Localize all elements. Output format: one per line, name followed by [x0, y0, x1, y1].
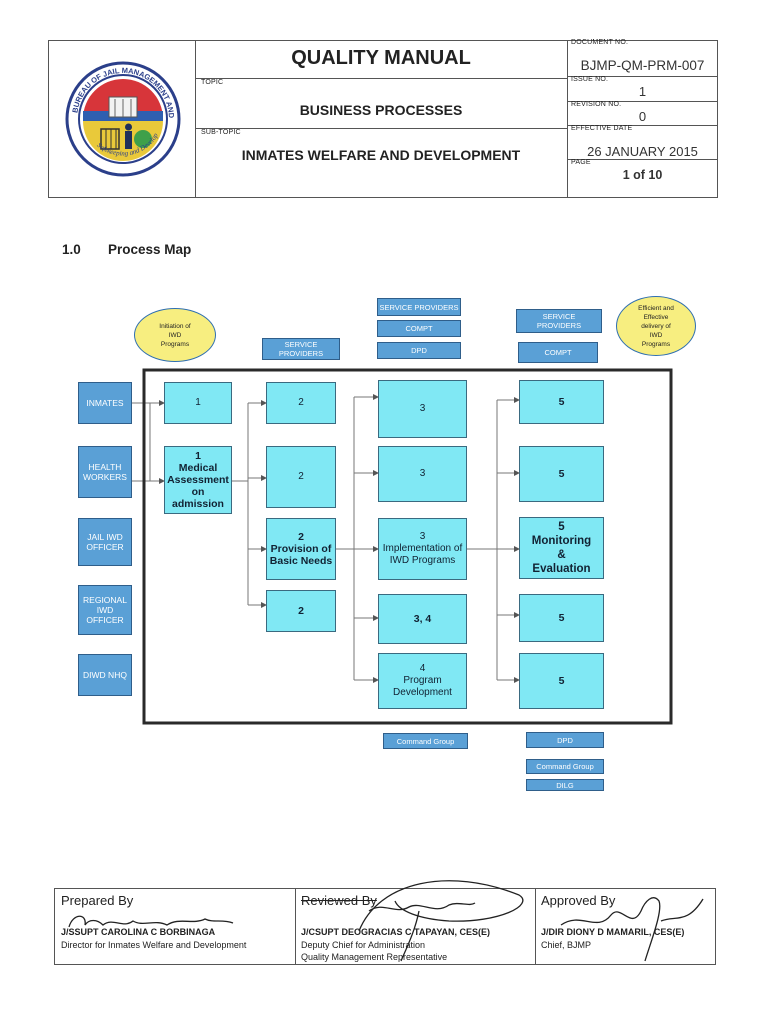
step-3-implementation-iwd: 3 Implementation of IWD Programs	[378, 518, 467, 580]
tag-service-providers-col2: SERVICE PROVIDERS	[262, 338, 340, 360]
prepared-by-title: Director for Inmates Welfare and Develop…	[61, 940, 247, 950]
page-value: 1 of 10	[622, 168, 663, 182]
step-3-4-box: 3, 4	[378, 594, 467, 644]
reviewed-by-title-2: Quality Management Representative	[301, 952, 448, 962]
bjmp-logo: BUREAU OF JAIL MANAGEMENT AND PENOLOGY S…	[62, 54, 181, 177]
signature-footer-table: Prepared By J/SSUPT CAROLINA C BORBINAGA…	[54, 880, 716, 965]
step-1-medical-assessment: 1 Medical Assessment on admission	[164, 446, 232, 514]
issue-no-label: ISSUE NO.	[571, 76, 609, 83]
actor-diwd-nhq: DIWD NHQ	[78, 654, 132, 696]
approved-by-name: J/DIR DIONY D MAMARIL, CES(E)	[541, 927, 685, 937]
step-5-box-a: 5	[519, 380, 604, 424]
actor-health-workers: HEALTH WORKERS	[78, 446, 132, 498]
reviewed-by-label: Reviewed By	[301, 893, 377, 908]
step-2-box-a: 2	[266, 382, 336, 424]
revision-no-label: REVISION NO.	[571, 101, 622, 108]
topic-label: TOPIC	[201, 79, 224, 86]
approved-by-label: Approved By	[541, 893, 616, 908]
section-title: Process Map	[108, 242, 192, 257]
step-1-box: 1	[164, 382, 232, 424]
tag-dilg-col4: DILG	[526, 779, 604, 791]
reviewed-by-title-1: Deputy Chief for Administration	[301, 940, 426, 950]
reviewed-signature	[358, 880, 524, 962]
step-3-box-b: 3	[378, 446, 467, 502]
step-2-box-d: 2	[266, 590, 336, 632]
revision-no-value: 0	[638, 109, 647, 124]
tag-command-group-col3: Command Group	[383, 733, 468, 749]
step-5-box-e: 5	[519, 653, 604, 709]
step-5-box-d: 5	[519, 594, 604, 642]
tag-compt-col4: COMPT	[518, 342, 598, 363]
prepared-signature	[68, 915, 234, 928]
manual-title: QUALITY MANUAL	[291, 47, 471, 69]
step-2-provision-basic-needs: 2 Provision of Basic Needs	[266, 518, 336, 580]
step-2-box-b: 2	[266, 446, 336, 508]
tag-compt-col3: COMPT	[377, 320, 461, 337]
step-5-monitoring-evaluation: 5 Monitoring & Evaluation	[519, 517, 604, 579]
effective-date-label: EFFECTIVE DATE	[571, 125, 633, 132]
document-header-table: BUREAU OF JAIL MANAGEMENT AND PENOLOGY S…	[48, 39, 718, 198]
oval-start-initiation: Initiation of IWD Programs	[134, 308, 216, 362]
effective-date-value: 26 JANUARY 2015	[587, 144, 698, 159]
tag-dpd-col4: DPD	[526, 732, 604, 748]
reviewed-by-name: J/CSUPT DEOGRACIAS C TAPAYAN, CES(E)	[301, 927, 491, 937]
document-no-value: BJMP-QM-PRM-007	[580, 58, 705, 73]
approved-signature	[560, 897, 704, 962]
oval-end-efficient-delivery: Efficient and Effective delivery of IWD …	[616, 296, 696, 356]
prepared-by-name: J/SSUPT CAROLINA C BORBINAGA	[61, 927, 216, 937]
subtopic-label: SUB-TOPIC	[201, 129, 241, 136]
prepared-by-label: Prepared By	[61, 893, 134, 908]
approved-by-title: Chief, BJMP	[541, 940, 592, 950]
step-4-program-development: 4 Program Development	[378, 653, 467, 709]
subtopic-value: INMATES WELFARE AND DEVELOPMENT	[241, 147, 521, 163]
tag-dpd-col3: DPD	[377, 342, 461, 359]
tag-service-providers-col3: SERVICE PROVIDERS	[377, 298, 461, 316]
actor-inmates: INMATES	[78, 382, 132, 424]
section-number: 1.0	[62, 242, 81, 257]
tag-service-providers-col4: SERVICE PROVIDERS	[516, 309, 602, 333]
tag-command-group-col4: Command Group	[526, 759, 604, 774]
step-5-box-b: 5	[519, 446, 604, 502]
step-3-box-a: 3	[378, 380, 467, 438]
page-label: PAGE	[571, 159, 591, 166]
actor-jail-iwd-officer: JAIL IWD OFFICER	[78, 518, 132, 566]
issue-no-value: 1	[638, 84, 647, 99]
actor-regional-iwd-officer: REGIONAL IWD OFFICER	[78, 585, 132, 635]
document-no-label: DOCUMENT NO.	[571, 39, 629, 46]
topic-value: BUSINESS PROCESSES	[299, 102, 463, 118]
